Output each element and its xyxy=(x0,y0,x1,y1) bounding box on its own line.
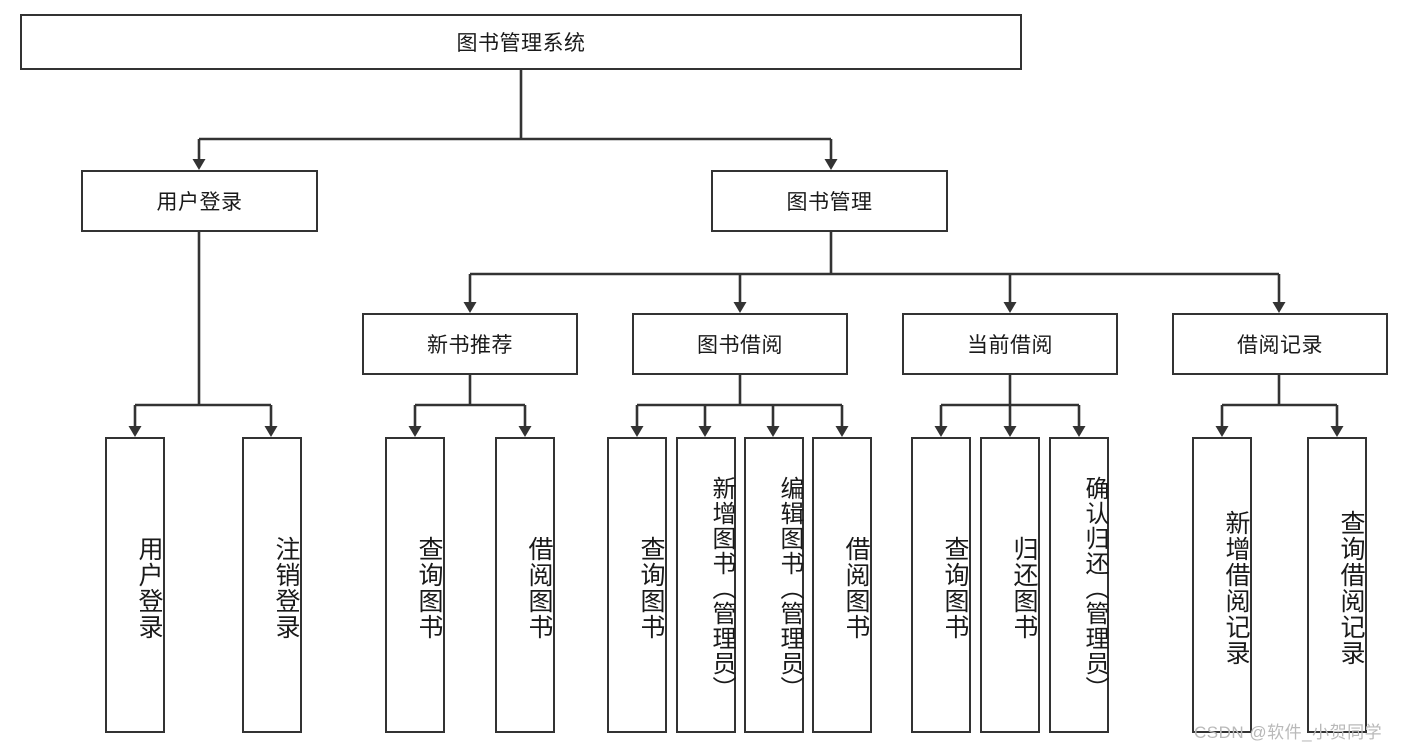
node-label: 借阅记录 xyxy=(1237,334,1323,357)
node-label: 图书借阅 xyxy=(697,334,783,357)
node-book-borrow[interactable]: 图书借阅 xyxy=(632,313,848,375)
node-label: 借阅图书 xyxy=(525,536,553,640)
node-label: 图书管理 xyxy=(786,191,873,214)
node-new-book-recommend[interactable]: 新书推荐 xyxy=(362,313,578,375)
leaf-borrow-record-add-record[interactable]: 新增借阅记录 xyxy=(1192,437,1252,733)
leaf-new-book-borrow-book[interactable]: 借阅图书 xyxy=(495,437,555,733)
leaf-new-book-query-book[interactable]: 查询图书 xyxy=(385,437,445,733)
leaf-book-borrow-add-book-admin[interactable]: 新增图书（管理员） xyxy=(676,437,736,733)
node-current-borrow[interactable]: 当前借阅 xyxy=(902,313,1118,375)
node-label: 编辑图书（管理员） xyxy=(776,475,803,701)
node-label: 新增借阅记录 xyxy=(1222,510,1250,666)
node-label: 借阅图书 xyxy=(842,536,870,640)
node-label: 新增图书（管理员） xyxy=(708,475,735,701)
node-label: 查询图书 xyxy=(637,536,665,640)
node-user-login[interactable]: 用户登录 xyxy=(81,170,318,232)
node-label: 归还图书 xyxy=(1010,536,1038,640)
node-label: 图书管理系统 xyxy=(456,32,586,55)
leaf-borrow-record-query-record[interactable]: 查询借阅记录 xyxy=(1307,437,1367,733)
leaf-book-borrow-edit-book-admin[interactable]: 编辑图书（管理员） xyxy=(744,437,804,733)
leaf-current-borrow-return-book[interactable]: 归还图书 xyxy=(980,437,1040,733)
node-label: 用户登录 xyxy=(135,536,163,640)
node-label: 新书推荐 xyxy=(427,334,513,357)
node-label: 用户登录 xyxy=(156,191,243,214)
node-label: 查询图书 xyxy=(941,536,969,640)
node-book-management[interactable]: 图书管理 xyxy=(711,170,948,232)
leaf-user-login-logout[interactable]: 注销登录 xyxy=(242,437,302,733)
leaf-book-borrow-query-book[interactable]: 查询图书 xyxy=(607,437,667,733)
node-label: 注销登录 xyxy=(272,536,300,640)
leaf-user-login-login[interactable]: 用户登录 xyxy=(105,437,165,733)
node-borrow-record[interactable]: 借阅记录 xyxy=(1172,313,1388,375)
node-label: 查询借阅记录 xyxy=(1337,510,1365,666)
leaf-current-borrow-query-book[interactable]: 查询图书 xyxy=(911,437,971,733)
leaf-current-borrow-confirm-return-admin[interactable]: 确认归还（管理员） xyxy=(1049,437,1109,733)
csdn-watermark: CSDN @软件_小贺同学 xyxy=(1194,723,1383,742)
node-label: 查询图书 xyxy=(415,536,443,640)
leaf-book-borrow-borrow-book[interactable]: 借阅图书 xyxy=(812,437,872,733)
node-book-management-system[interactable]: 图书管理系统 xyxy=(20,14,1022,70)
node-label: 确认归还（管理员） xyxy=(1081,475,1108,701)
node-label: 当前借阅 xyxy=(967,334,1053,357)
